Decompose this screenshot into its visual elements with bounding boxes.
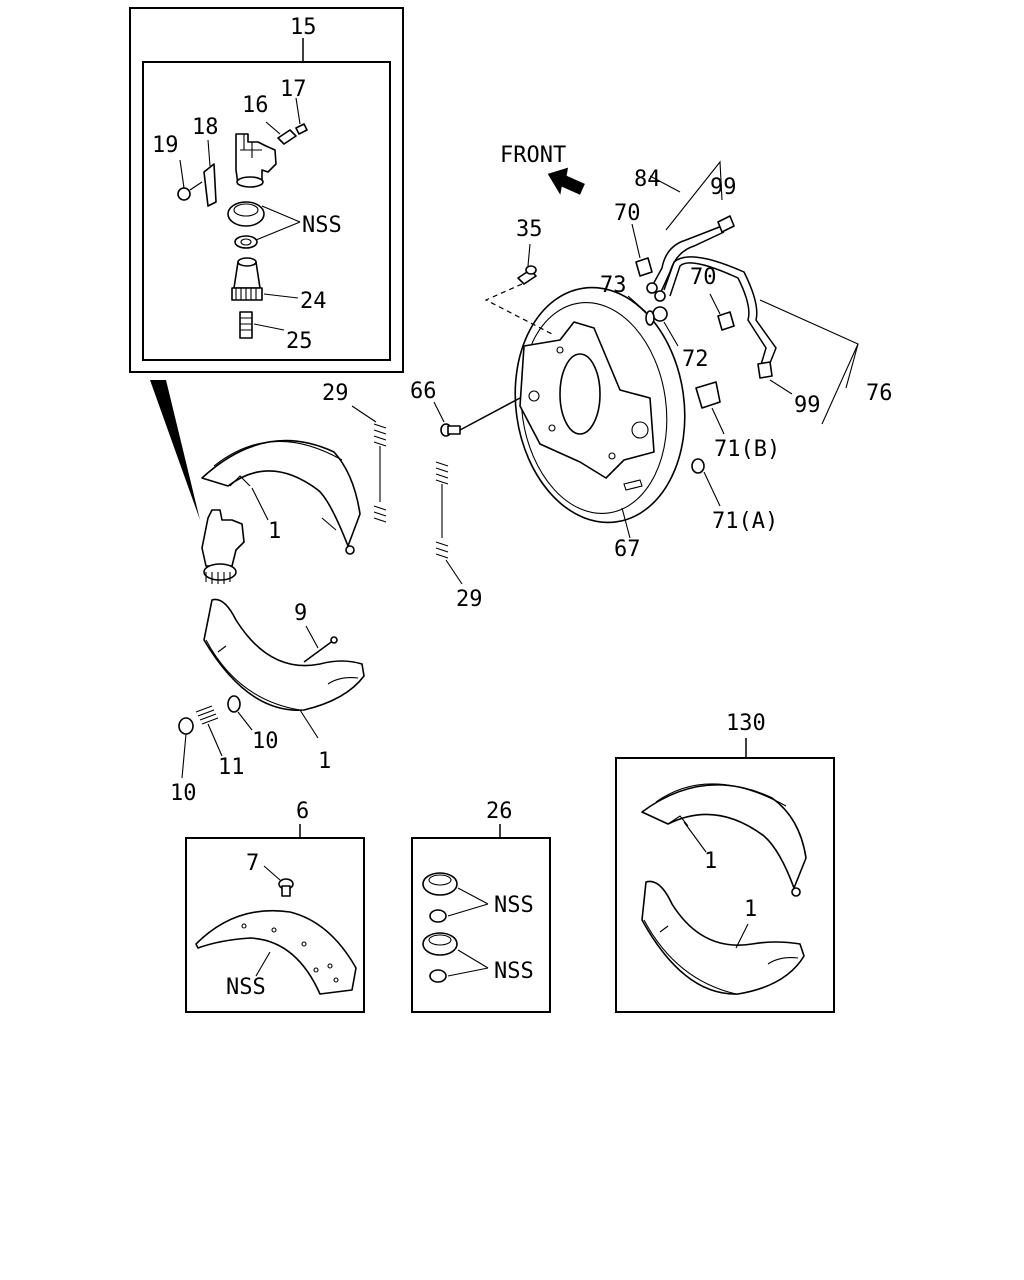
callout-67: 67: [614, 537, 641, 562]
callout-9: 9: [294, 601, 307, 626]
callout-66: 66: [410, 379, 437, 404]
assembly-15-box: [129, 7, 404, 373]
kit-6-box: [185, 824, 365, 1013]
seal-nss-2: [234, 235, 258, 249]
callout-72: 72: [682, 347, 709, 372]
callout-leaders-pipes: [649, 160, 859, 425]
front-arrow-icon: [547, 167, 585, 195]
callout-6: 6: [296, 799, 309, 824]
callout-17: 17: [280, 77, 307, 102]
bolt-35: [484, 243, 553, 335]
kit-26-box: [411, 824, 551, 1013]
cup-nss-1: [227, 201, 265, 227]
washer-10-rear: [178, 717, 194, 779]
clip-71b: [695, 381, 725, 435]
adjuster-housing: [235, 133, 277, 188]
callout-19: 19: [152, 133, 179, 158]
bolt-66: [433, 397, 521, 437]
kit-130-lower-shoe: [641, 880, 805, 995]
callout-7: 7: [246, 851, 259, 876]
callout-76: 76: [866, 381, 893, 406]
callout-71a: 71(A): [712, 509, 778, 534]
callout-nss-kit-1: NSS: [494, 893, 534, 918]
lower-brake-shoe: [203, 598, 365, 739]
callout-35: 35: [516, 217, 543, 242]
callout-15: 15: [290, 15, 317, 40]
callout-1-kit-upper: 1: [704, 849, 717, 874]
cap-17: [295, 97, 308, 135]
plate-18: [203, 139, 217, 207]
callout-71b: 71(B): [714, 437, 780, 462]
spring-25: [239, 311, 285, 339]
clip-70-right: [709, 293, 735, 331]
callout-70-right: 70: [690, 265, 717, 290]
callout-24: 24: [300, 289, 327, 314]
kit-130-box: [615, 738, 835, 1013]
bolt-19: [177, 159, 203, 201]
callout-25: 25: [286, 329, 313, 354]
washer-73: [627, 295, 655, 326]
kit-130-upper-shoe: [641, 783, 807, 897]
callout-11: 11: [218, 755, 245, 780]
bleeder-screw-16: [265, 121, 297, 145]
detail-pointer: [150, 380, 200, 520]
brake-pipe-76: [663, 256, 777, 379]
callout-10-rear: 10: [170, 781, 197, 806]
backing-plate-67: [514, 286, 686, 539]
callout-99-lower: 99: [794, 393, 821, 418]
grommet-71a: [691, 458, 721, 507]
rivet-7: [263, 865, 294, 897]
callout-130: 130: [726, 711, 766, 736]
adjuster-assembly: [201, 509, 245, 584]
callout-99-upper: 99: [710, 175, 737, 200]
callout-18: 18: [192, 115, 219, 140]
callout-1-upper: 1: [268, 519, 281, 544]
callout-29-upper: 29: [322, 381, 349, 406]
return-spring-29-lower: [435, 461, 463, 585]
callout-26: 26: [486, 799, 513, 824]
callout-nss-top: NSS: [302, 213, 342, 238]
callout-1-lower: 1: [318, 749, 331, 774]
return-spring-29-upper: [351, 405, 387, 523]
callout-nss-kit-2: NSS: [494, 959, 534, 984]
clip-70-left: [631, 223, 653, 277]
callout-70-left: 70: [614, 201, 641, 226]
spring-11: [195, 705, 223, 757]
callout-29-lower: 29: [456, 587, 483, 612]
hold-down-pin-9: [303, 625, 338, 663]
upper-brake-shoe: [201, 439, 361, 555]
washer-10-front: [227, 695, 253, 731]
callout-10-front: 10: [252, 729, 279, 754]
kit-26-cup-2: [422, 932, 489, 983]
kit-26-cup-1: [422, 872, 489, 923]
brake-lining: [195, 909, 357, 995]
callout-1-kit-lower: 1: [744, 897, 757, 922]
piston-24: [231, 257, 299, 301]
callout-nss-lining: NSS: [226, 975, 266, 1000]
callout-16: 16: [242, 93, 269, 118]
front-label: FRONT: [500, 143, 566, 168]
callout-73: 73: [600, 273, 627, 298]
fitting-group-upper: [646, 282, 666, 302]
callout-84: 84: [634, 167, 661, 192]
nss-leaders-top: [255, 205, 301, 241]
